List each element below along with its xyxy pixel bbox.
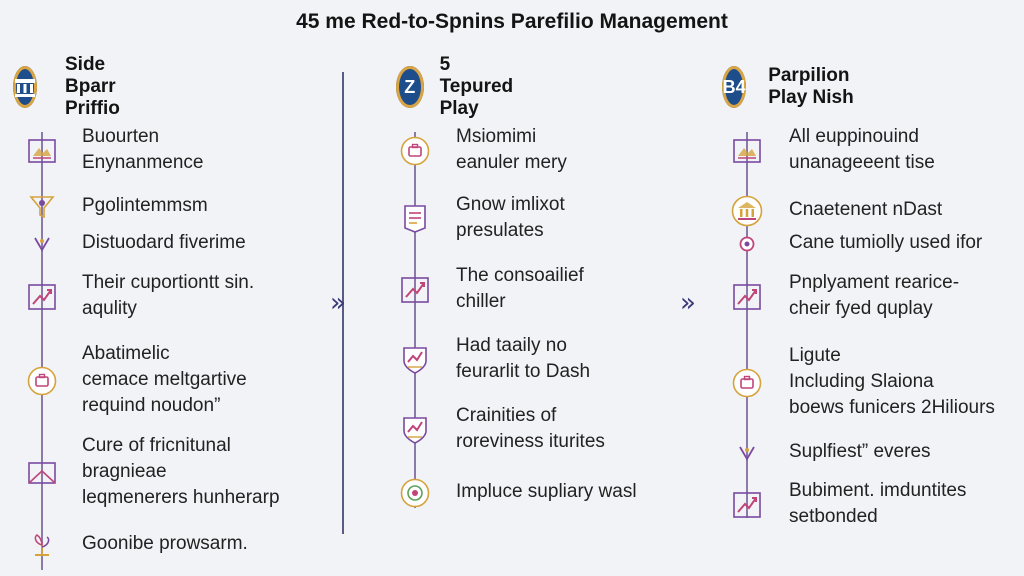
- timeline-item-line: Bubiment. imduntites: [789, 480, 967, 501]
- column-badge: B4: [722, 66, 747, 108]
- column-badge: Z: [396, 66, 424, 108]
- timeline-item-line: Goonibe prowsarm.: [82, 533, 248, 554]
- timeline-item-line: boews funicers 2Hiliours: [789, 397, 995, 418]
- timeline-item-text: Distuodard fiverime: [82, 230, 246, 256]
- timeline-item-line: Enynanmence: [82, 152, 204, 173]
- timeline-line: [414, 132, 416, 508]
- bank-badge-icon: [13, 66, 37, 108]
- timeline-item-text: The consoailief chiller: [456, 263, 584, 315]
- timeline-item-text: Cane tumiolly used ifor: [789, 230, 982, 256]
- chart-arrow-icon: [398, 275, 432, 305]
- timeline-item-line: The consoailief: [456, 265, 584, 286]
- timeline-item-line: Pgolintemmsm: [82, 195, 208, 216]
- timeline-line: [746, 132, 748, 518]
- timeline-item-text: Had taaily no feurarlit to Dash: [456, 333, 590, 385]
- timeline-item-line: roreviness iturites: [456, 431, 605, 452]
- timeline-item-line: Had taaily no: [456, 335, 567, 356]
- timeline-item-text: Impluce supliary wasl: [456, 479, 637, 505]
- column-title: Parpilion Play Nish: [768, 65, 854, 108]
- timeline-item-line: Including Slaiona: [789, 371, 934, 392]
- timeline-item-line: requind noudon”: [82, 395, 221, 416]
- timeline-item-line: cheir fyed quplay: [789, 298, 933, 319]
- timeline-item-text: Cure of fricnitunal bragnieae leqmenerers …: [82, 433, 280, 511]
- node-icon: [730, 229, 764, 259]
- timeline-item-line: cemace meltgartive: [82, 369, 247, 390]
- shield-chart-icon: [398, 415, 432, 445]
- timeline-item-line: feurarlit to Dash: [456, 361, 591, 382]
- timeline-line: [41, 132, 43, 570]
- bank-icon: [730, 195, 764, 227]
- framed-landscape-icon: [730, 136, 764, 166]
- page-title: 45 me Red-to-Spnins Parefilio Management: [296, 10, 728, 33]
- timeline-item-text: Goonibe prowsarm.: [82, 531, 248, 557]
- framed-landscape-icon: [25, 136, 59, 166]
- timeline-item-line: Abatimelic: [82, 343, 170, 364]
- timeline-item-line: Buourten: [82, 126, 160, 147]
- briefcase-icon: [25, 366, 59, 396]
- timeline-item-text: Pgolintemmsm: [82, 193, 208, 219]
- timeline-item-text: Abatimelic cemace meltgartive requind noud…: [82, 341, 247, 419]
- shield-chart-icon: [398, 345, 432, 375]
- timeline-item-line: bragnieae: [82, 461, 167, 482]
- down-arrow-icon: [25, 229, 59, 259]
- column-header: Z 5 Tepured Play: [396, 54, 528, 119]
- chevron-right-icon: »: [330, 288, 346, 318]
- timeline-item-line: Pnplyament rearice-: [789, 272, 960, 293]
- timeline-item-line: setbonded: [789, 506, 878, 527]
- briefcase-icon: [730, 368, 764, 398]
- column-header: Side Bparr Priffio: [13, 54, 138, 119]
- timeline-item-line: Crainities of: [456, 405, 557, 426]
- timeline-item-line: presulates: [456, 220, 544, 241]
- chevron-right-icon: »: [680, 288, 696, 318]
- timeline-item-text: Suplfiest” everes: [789, 439, 931, 465]
- chart-arrow-icon: [730, 490, 764, 520]
- envelope-icon: [25, 458, 59, 488]
- timeline-item-text: Msiomimi eanuler mery: [456, 124, 567, 176]
- down-arrow-icon: [730, 438, 764, 468]
- timeline-item-line: Cane tumiolly used ifor: [789, 232, 983, 253]
- timeline-item-line: unanageeent tise: [789, 152, 935, 173]
- target-icon: [398, 478, 432, 508]
- timeline-item-line: Ligute: [789, 345, 841, 366]
- timeline-item-text: Bubiment. imduntites setbonded: [789, 478, 966, 530]
- timeline-item-text: Pnplyament rearice-cheir fyed quplay: [789, 270, 959, 322]
- briefcase-icon: [398, 136, 432, 166]
- timeline-item-line: chiller: [456, 291, 506, 312]
- timeline-item-line: Impluce supliary wasl: [456, 481, 637, 502]
- timeline-item-line: Distuodard fiverime: [82, 232, 246, 253]
- column-title: 5 Tepured Play: [439, 54, 514, 119]
- timeline-item-text: All euppinouind unanageeent tise: [789, 124, 935, 176]
- plant-icon: [25, 530, 59, 560]
- column-separator: [342, 72, 344, 534]
- timeline-item-text: Cnaetenent nDast: [789, 197, 942, 223]
- timeline-item-text: Their cuportiontt sin. aqulity: [82, 270, 254, 322]
- chart-arrow-icon: [730, 282, 764, 312]
- timeline-item-line: Msiomimi: [456, 126, 537, 147]
- column-header: B4 Parpilion Play Nish: [722, 64, 867, 110]
- timeline-item-line: Suplfiest” everes: [789, 441, 931, 462]
- document-icon: [398, 204, 432, 234]
- timeline-item-line: aqulity: [82, 298, 137, 319]
- timeline-item-line: Their cuportiontt sin.: [82, 272, 255, 293]
- timeline-item-line: Gnow imlixot: [456, 194, 565, 215]
- timeline-item-text: Crainities of roreviness iturites: [456, 403, 605, 455]
- timeline-item-line: All euppinouind: [789, 126, 919, 147]
- chart-arrow-icon: [25, 282, 59, 312]
- timeline-item-line: leqmenerers hunherarp: [82, 487, 280, 508]
- timeline-item-line: Cure of fricnitunal: [82, 435, 231, 456]
- timeline-item-line: Cnaetenent nDast: [789, 199, 943, 220]
- funnel-icon: [25, 192, 59, 222]
- timeline-item-line: eanuler mery: [456, 152, 567, 173]
- column-title: Side Bparr Priffio: [65, 54, 120, 119]
- timeline-item-text: Gnow imlixot presulates: [456, 192, 565, 244]
